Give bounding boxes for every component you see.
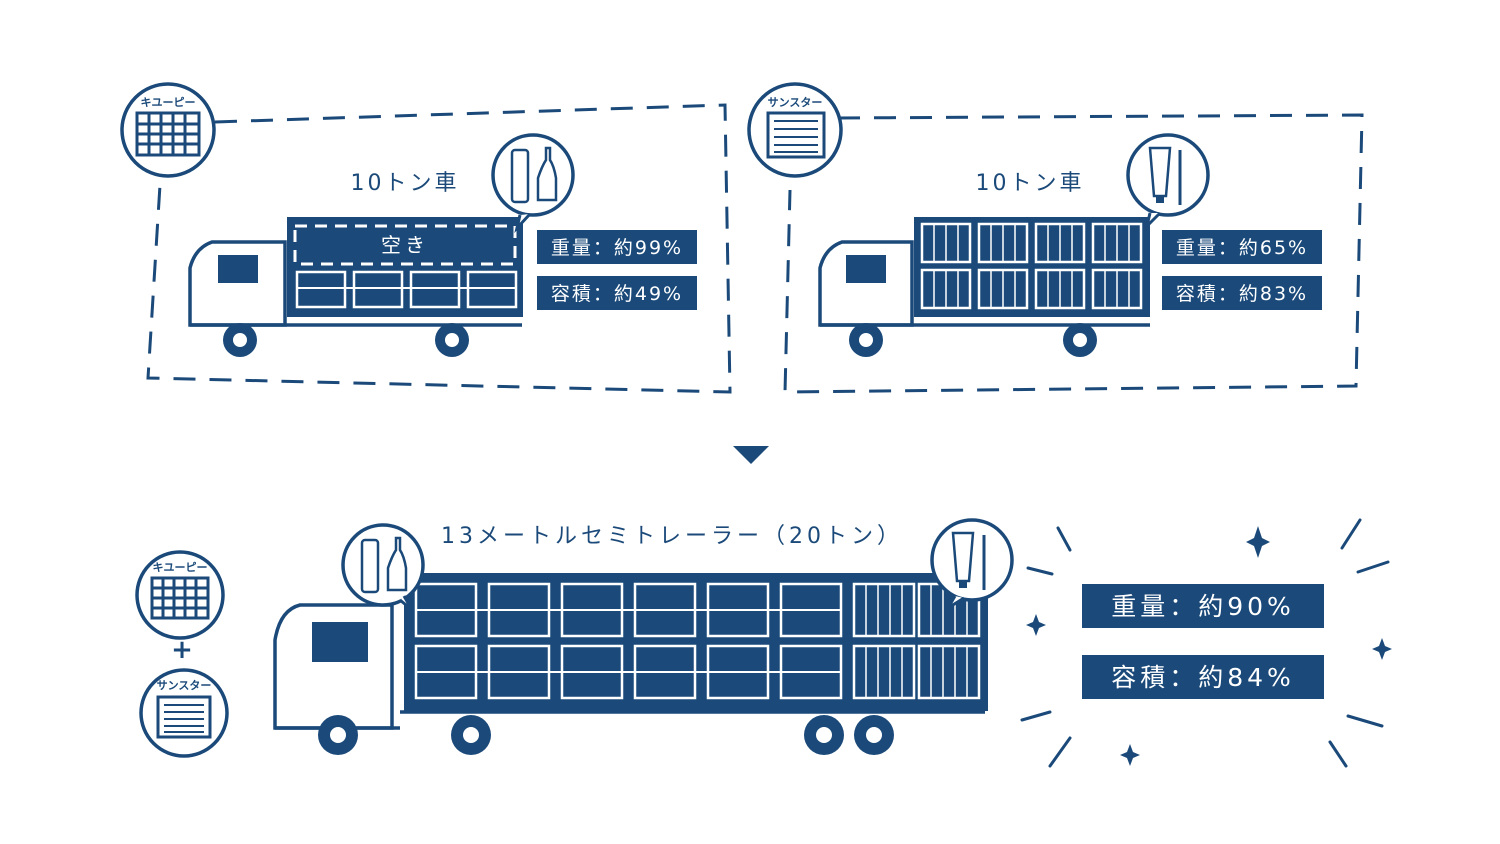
kewpie-badge-label: キユーピー: [153, 561, 208, 574]
kewpie-badge-label: キユーピー: [141, 96, 196, 109]
sunstar-badge: サンスター: [139, 668, 229, 758]
toothpaste-toothbrush-icon: [930, 518, 1014, 610]
semi-trailer: [273, 573, 988, 755]
volume-stat: 容積：約83%: [1176, 283, 1308, 305]
dashed-frame: [783, 113, 1364, 394]
weight-box: [537, 230, 697, 264]
empty-space: [293, 224, 517, 266]
sunstar-badge: サンスター: [747, 82, 843, 178]
grid-crate-icon: [135, 111, 201, 157]
sparkle-icon: [1026, 526, 1392, 766]
lined-crate-icon: [156, 695, 212, 739]
bottles-icon: [341, 523, 425, 612]
bottles-icon: [491, 133, 575, 234]
truck-label: 10トン車: [976, 171, 1085, 196]
arrow-down-icon: [733, 446, 769, 464]
combined-trailer-panel: キユーピー + サンスター 13メートルセミトレーラー（20トン）: [135, 518, 1392, 768]
toothpaste-toothbrush-icon: [1126, 133, 1210, 231]
trailer-label: 13メートルセミトレーラー（20トン）: [441, 524, 903, 549]
volume-box: [537, 276, 697, 310]
volume-box: [1162, 276, 1322, 310]
sunstar-badge-label: サンスター: [157, 679, 212, 692]
kewpie-badge: キユーピー: [120, 82, 216, 178]
volume-box: [1082, 655, 1324, 699]
lined-crate-icon: [766, 111, 826, 159]
weight-stat: 重量：約99%: [551, 237, 683, 259]
cargo-crates: [414, 582, 981, 700]
sunstar-10t-panel: サンスター 10トン車: [747, 82, 1364, 394]
truck-10t: [818, 217, 1150, 357]
weight-box: [1162, 230, 1322, 264]
sunstar-badge-label: サンスター: [768, 96, 823, 109]
volume-stat: 容積：約49%: [551, 283, 683, 305]
plus-sign: +: [171, 635, 193, 665]
volume-stat: 容積：約84%: [1111, 663, 1295, 692]
truck-10t: 空き: [188, 217, 523, 357]
sparkle-burst: [1020, 518, 1390, 768]
kewpie-badge: キユーピー: [135, 550, 225, 640]
cargo-crates: [920, 222, 1143, 310]
dashed-frame: [146, 103, 732, 394]
cargo-crates: [295, 270, 518, 309]
grid-crate-icon: [150, 576, 210, 620]
empty-label: 空き: [381, 233, 429, 257]
weight-stat: 重量：約90%: [1111, 592, 1295, 621]
weight-stat: 重量：約65%: [1176, 237, 1308, 259]
weight-box: [1082, 584, 1324, 628]
truck-label: 10トン車: [351, 171, 460, 196]
kewpie-10t-panel: キユーピー 10トン車 空き: [120, 82, 732, 394]
